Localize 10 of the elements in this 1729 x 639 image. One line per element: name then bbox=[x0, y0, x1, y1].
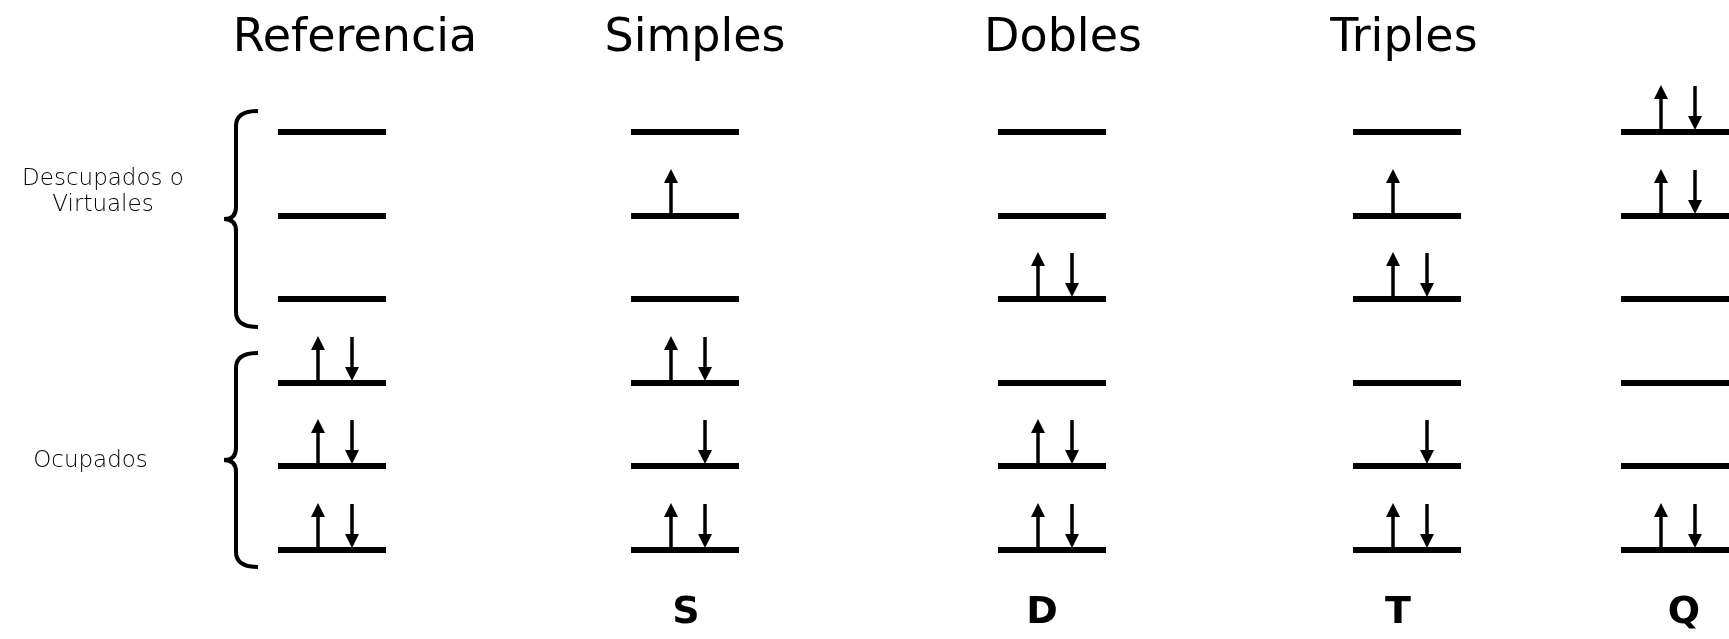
group-label: Ocupados bbox=[32, 446, 149, 472]
group-label: Descupados o Virtuales bbox=[21, 164, 185, 216]
excitation-letter: D bbox=[1026, 588, 1058, 632]
excitation-letter: Q bbox=[1667, 588, 1701, 632]
column-heading: Referencia bbox=[232, 8, 478, 62]
excitation-letter: T bbox=[1385, 588, 1411, 632]
column-heading: Simples bbox=[604, 8, 786, 62]
column-heading: Triples bbox=[1330, 8, 1478, 62]
excitation-letter: S bbox=[672, 588, 700, 632]
column-heading: Dobles bbox=[984, 8, 1142, 62]
